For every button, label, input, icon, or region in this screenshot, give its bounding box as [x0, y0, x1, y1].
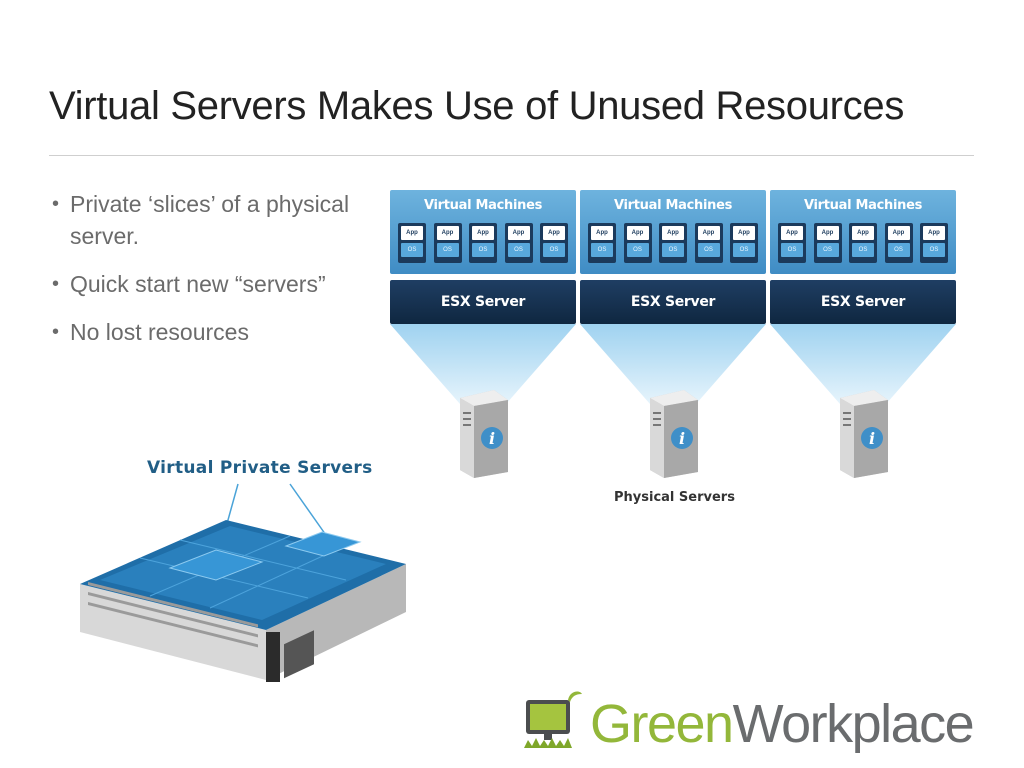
vm-group-label: Virtual Machines — [613, 198, 733, 213]
svg-text:i: i — [679, 429, 685, 448]
bullet-item: Private ‘slices’ of a physical server. — [52, 188, 352, 252]
bullet-item: Quick start new “servers” — [52, 268, 352, 300]
greenworkplace-logo-icon — [524, 691, 582, 748]
slide-title: Virtual Servers Makes Use of Unused Reso… — [49, 84, 905, 128]
physical-server-icon: i — [840, 390, 888, 478]
esx-server-bar: ESX Server — [580, 280, 766, 324]
vm-group-label: Virtual Machines — [423, 198, 543, 213]
title-divider — [49, 155, 974, 156]
rack-server-icon — [80, 483, 406, 682]
logo-text-green: Green — [590, 694, 734, 754]
svg-text:i: i — [869, 429, 875, 448]
esx-server-bar: ESX Server — [770, 280, 956, 324]
vps-label: Virtual Private Servers — [147, 458, 373, 478]
logo-text-gray: Workplace — [732, 694, 975, 754]
vm-group-label: Virtual Machines — [803, 198, 923, 213]
svg-text:i: i — [489, 429, 495, 448]
bullet-item: No lost resources — [52, 316, 352, 348]
bullet-list: Private ‘slices’ of a physical server. Q… — [52, 188, 352, 364]
greenworkplace-logo-text: GreenWorkplace — [590, 694, 975, 754]
physical-servers-label: Physical Servers — [614, 490, 735, 505]
projection-beam — [390, 324, 576, 404]
projection-beam — [770, 324, 956, 404]
physical-server-icon: i — [650, 390, 698, 478]
esx-server-bar: ESX Server — [390, 280, 576, 324]
projection-beam — [580, 324, 766, 404]
physical-server-icon: i — [460, 390, 508, 478]
